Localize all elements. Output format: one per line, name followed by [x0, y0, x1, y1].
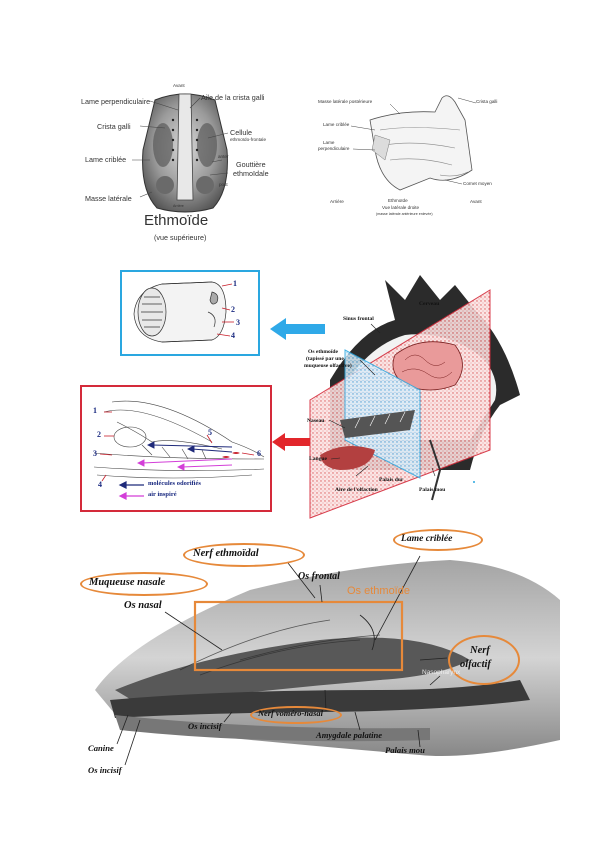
oval-nerf-vomero-nasal [250, 706, 342, 724]
oval-lame-criblee [393, 529, 483, 551]
label-perpendiculaire: perpendiculaire [318, 146, 350, 151]
inset-red-num-1: 1 [93, 406, 97, 415]
inset-red-drawing [93, 400, 265, 500]
label-os-incisif-mid: Os incisif [188, 721, 222, 731]
label-avant-lateral: Avant [470, 199, 482, 204]
label-os-nasal: Os nasal [124, 600, 162, 611]
label-arriere: Arrière [173, 204, 184, 208]
inset-red-num-4: 4 [98, 480, 102, 489]
label-olfactif: olfactif [460, 659, 491, 670]
label-langue: Langue [309, 456, 328, 462]
ethmoid-superior-subtitle: (vue supérieure) [154, 233, 207, 242]
ethmoid-superior-drawing [142, 93, 228, 213]
inset-blue-frame: 1 2 3 4 [120, 270, 260, 356]
blue-arrow [270, 318, 325, 340]
inset-blue-num-1: 1 [233, 279, 237, 288]
label-lame-criblee-lateral: Lame criblée [323, 122, 350, 127]
label-nerf-vomero-nasal: Nerf voméro-nasal [258, 709, 323, 718]
label-palais-mou-bottom: Palais mou [385, 745, 425, 755]
label-sinus-frontal: Sinus frontal [343, 316, 374, 322]
label-lame-criblee: Lame criblée [85, 155, 127, 164]
label-amygdale-palatine: Amygdale palatine [316, 730, 383, 740]
oval-nerf-olfactif [448, 635, 520, 685]
legend-air: air inspiré [148, 491, 177, 498]
inset-blue-num-4: 4 [231, 331, 235, 340]
inset-red-num-6: 6 [257, 449, 261, 458]
label-crista-galli-lateral: Crista galli [476, 99, 498, 104]
label-os-ethmoide-2: (tapissé par une [306, 356, 344, 362]
label-os-frontal: Os frontal [298, 571, 340, 582]
label-cerveau: Cerveau [419, 301, 440, 307]
label-post: post [219, 182, 228, 187]
label-os-incisif-bottom: Os incisif [88, 765, 122, 775]
ethmoid-lateral-title: Ethmoïde [388, 198, 408, 203]
inset-blue-num-2: 2 [231, 305, 235, 314]
ethmoid-lateral-drawing [369, 95, 473, 191]
label-ethmoido-frontale: ethmoïdo-frontale [230, 137, 267, 142]
head-section-drawing [309, 275, 520, 519]
inset-red-num-2: 2 [97, 430, 101, 439]
label-aile-crista-galli: Aile de la crista galli [201, 93, 265, 102]
label-masse-laterale-posterieure: Masse latérale postérieure [318, 99, 373, 104]
red-arrow [272, 433, 310, 451]
inset-red-frame: 1 2 3 4 5 6 molécules odorifiés air insp… [80, 385, 272, 512]
label-crista-galli: Crista galli [97, 122, 131, 131]
inset-red-num-5: 5 [208, 428, 212, 437]
ethmoid-superior-title: Ethmoïde [144, 212, 209, 229]
ethmoid-lateral-note: (masse latérale antérieure enlevée) [376, 212, 433, 216]
label-palais-mou: Palais mou [419, 487, 446, 493]
label-gouttiere: Gouttière [236, 160, 266, 169]
label-ethmoidale: ethmoïdale [233, 169, 269, 178]
label-canine: Canine [88, 743, 114, 753]
nasal-section-drawing [95, 555, 560, 766]
label-muqueuse-nasale: Muqueuse nasale [89, 577, 166, 588]
label-palais-dur: Palais dur [379, 477, 404, 483]
inset-blue-drawing [133, 281, 234, 343]
ethmoid-lateral-leader-lines [350, 97, 477, 185]
inset-blue-num-3: 3 [236, 318, 240, 327]
label-nasopharynx: Nasopharynx [422, 669, 461, 676]
label-lame-criblee-bottom: Lame criblée [401, 533, 453, 544]
label-nerf: Nerf [470, 645, 490, 656]
label-arriere-lateral: Arrière [330, 199, 344, 204]
label-masse-laterale: Masse latérale [85, 194, 132, 203]
ethmoid-superior-leader-lines [132, 97, 229, 198]
label-cornet-moyen: Cornet moyen [463, 181, 492, 186]
label-avant: Avant [173, 83, 185, 88]
oval-muqueuse-nasale [80, 572, 208, 596]
label-os-ethmoide-3: muqueuse olfactive) [304, 363, 352, 369]
label-os-ethmoide-1: Os ethmoïde [308, 349, 338, 355]
label-aire-olfaction: Aire de l'olfaction [335, 487, 378, 493]
inset-red-num-3: 3 [93, 449, 97, 458]
label-nerf-ethmoidal: Nerf ethmoïdal [193, 548, 259, 559]
label-lame: Lame [323, 140, 335, 145]
oval-nerf-ethmoidal [183, 543, 305, 567]
label-anter: anter [218, 154, 229, 159]
label-os-ethmoide: Os ethmoïde [347, 585, 410, 597]
ethmoid-lateral-subtitle: Vue latérale droite [382, 205, 420, 210]
label-lame-perpendiculaire: Lame perpendiculaire [81, 97, 151, 106]
legend-molecules: molécules odorifiés [148, 480, 201, 487]
label-cellule: Cellule [230, 128, 252, 137]
label-naseau: Naseau [307, 418, 325, 424]
